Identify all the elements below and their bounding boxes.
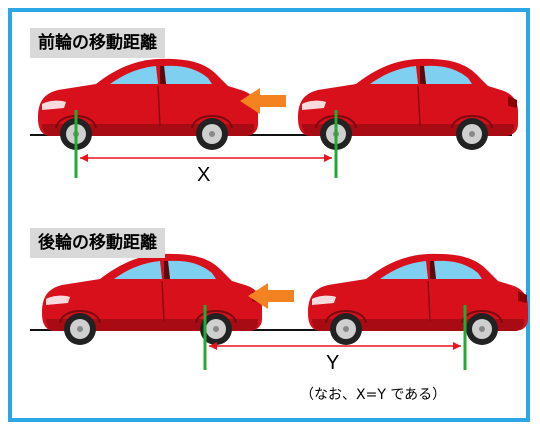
distance-x-arrowhead-left: [80, 154, 88, 162]
distance-label-y: Y: [326, 352, 340, 374]
section-title-front-wheel: 前輪の移動距離: [30, 28, 165, 58]
distance-label-x: X: [197, 164, 211, 186]
equality-note: （なお、X=Y である）: [300, 387, 447, 403]
car-after-1: [37, 57, 259, 151]
distance-x-arrowhead-right: [324, 154, 332, 162]
car-before-1: [297, 57, 519, 151]
distance-y-arrowhead-left: [209, 342, 217, 350]
car-after-2: [41, 252, 263, 346]
section-title-rear-wheel: 後輪の移動距離: [30, 228, 165, 258]
distance-y-arrowhead-right: [453, 342, 461, 350]
car-before-2: [307, 252, 529, 346]
